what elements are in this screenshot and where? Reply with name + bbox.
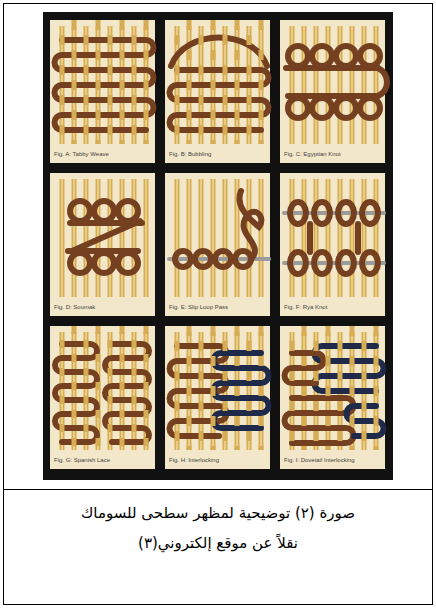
dovetail-weave-part — [285, 398, 354, 443]
knot-rows-part-part — [338, 202, 354, 224]
loop-with-tail-part-part — [175, 251, 191, 267]
knot-rows-part — [284, 261, 384, 265]
knot-rows-part-part — [290, 202, 306, 224]
picture-frame-part — [280, 173, 385, 316]
soumak-weave-part-part — [70, 201, 90, 221]
bubbling-weave-part — [170, 70, 269, 130]
knot-loops-part-part — [336, 46, 356, 66]
knot-rows-part-part — [338, 252, 354, 274]
interlocking-weave-part — [177, 326, 261, 450]
bubbling-weave — [170, 20, 269, 144]
knot-loops-part-part — [286, 65, 378, 71]
tabby-weave-part — [55, 40, 154, 130]
dovetail-weave-part — [315, 346, 384, 391]
knot-loops-part — [286, 46, 387, 118]
knot-rows-part-part — [362, 252, 378, 274]
table-frame-part — [4, 4, 433, 605]
picture-frame-part — [50, 326, 155, 469]
picture-frame-part — [280, 20, 385, 163]
knot-loops-part-part — [288, 46, 308, 66]
knot-loops-part-part — [360, 98, 380, 118]
loop-with-tail — [169, 179, 269, 297]
picture-frame-part — [165, 20, 270, 163]
figure-caption: صورة (٢) توضيحية لمظهر سطحى للسوماك نقلا… — [78, 498, 358, 558]
soumak-weave-part-part — [118, 201, 138, 221]
soumak-weave-part-part — [118, 253, 138, 273]
knot-loops-part-part — [312, 98, 332, 118]
tabby-weave-part — [62, 20, 146, 144]
knot-loops-part-part — [378, 68, 387, 96]
figure-label: Fig. E: Slip Loop Pass — [169, 304, 228, 311]
figure-label: Fig. H: Interlocking — [169, 457, 219, 464]
soumak-weave-part-part — [94, 201, 114, 221]
loop-with-tail-part — [177, 179, 261, 297]
soumak-weave-part-part — [68, 248, 138, 254]
loop-with-tail-part-part — [195, 251, 211, 267]
knot-loops-part-part — [360, 46, 380, 66]
figure-label: Fig. A: Tabby Weave — [54, 151, 109, 158]
knot-loops-part-part — [288, 98, 308, 118]
picture-frame-part — [50, 20, 155, 163]
soumak-weave-part-part — [72, 221, 140, 251]
soumak-weave-part — [68, 201, 142, 273]
loop-with-tail-part-part — [239, 191, 261, 259]
figure-label: Fig. G: Spanish Lace — [54, 457, 110, 464]
picture-frame-part — [43, 12, 393, 480]
picture-frame-part — [50, 173, 155, 316]
loop-with-tail-part-part — [215, 251, 231, 267]
table-frame — [4, 4, 433, 605]
soumak-weave — [62, 179, 146, 297]
knot-rows — [284, 179, 384, 297]
knot-rows-part-part — [355, 224, 361, 252]
soumak-weave-part — [62, 179, 146, 297]
interlocking-weave-part — [170, 346, 227, 436]
knot-rows-part-part — [307, 224, 313, 252]
figure-label: Fig. I: Dovetail Interlocking — [284, 457, 355, 464]
soumak-weave-part-part — [70, 253, 90, 273]
knot-rows-part-part — [314, 252, 330, 274]
dovetail-weave-part — [292, 326, 376, 450]
knot-rows-part-part — [362, 202, 378, 224]
knot-loops-part — [292, 26, 376, 144]
knot-rows-part — [284, 211, 384, 215]
spanish-lace — [55, 326, 149, 450]
picture-frame-part — [280, 326, 385, 469]
knot-loops-part-part — [336, 98, 356, 118]
dovetail-weave — [285, 326, 384, 450]
figure-label: Fig. F: Rya Knot — [284, 304, 327, 311]
knot-rows-part — [290, 202, 378, 274]
figure-label: Fig. C: Egyptian Knot — [284, 151, 341, 158]
table-frame-part — [4, 489, 433, 490]
bubbling-weave-part — [177, 20, 261, 144]
picture-frame-part — [165, 173, 270, 316]
knot-rows-part-part — [290, 252, 306, 274]
figure-label: Fig. B: Bubbling — [169, 151, 211, 158]
loop-with-tail-part — [175, 191, 261, 267]
knot-rows-part-part — [314, 202, 330, 224]
bubbling-weave-part — [171, 38, 267, 67]
spanish-lace-part — [62, 326, 146, 450]
knot-loops-part-part — [312, 46, 332, 66]
knot-loops — [286, 26, 387, 144]
picture-frame — [43, 12, 393, 480]
soumak-weave-part-part — [94, 253, 114, 273]
knot-rows-part — [292, 179, 376, 297]
picture-frame-part — [165, 326, 270, 469]
interlocking-weave — [170, 326, 269, 450]
tabby-weave — [55, 20, 154, 144]
figure-label: Fig. D: Soumak — [54, 304, 95, 311]
